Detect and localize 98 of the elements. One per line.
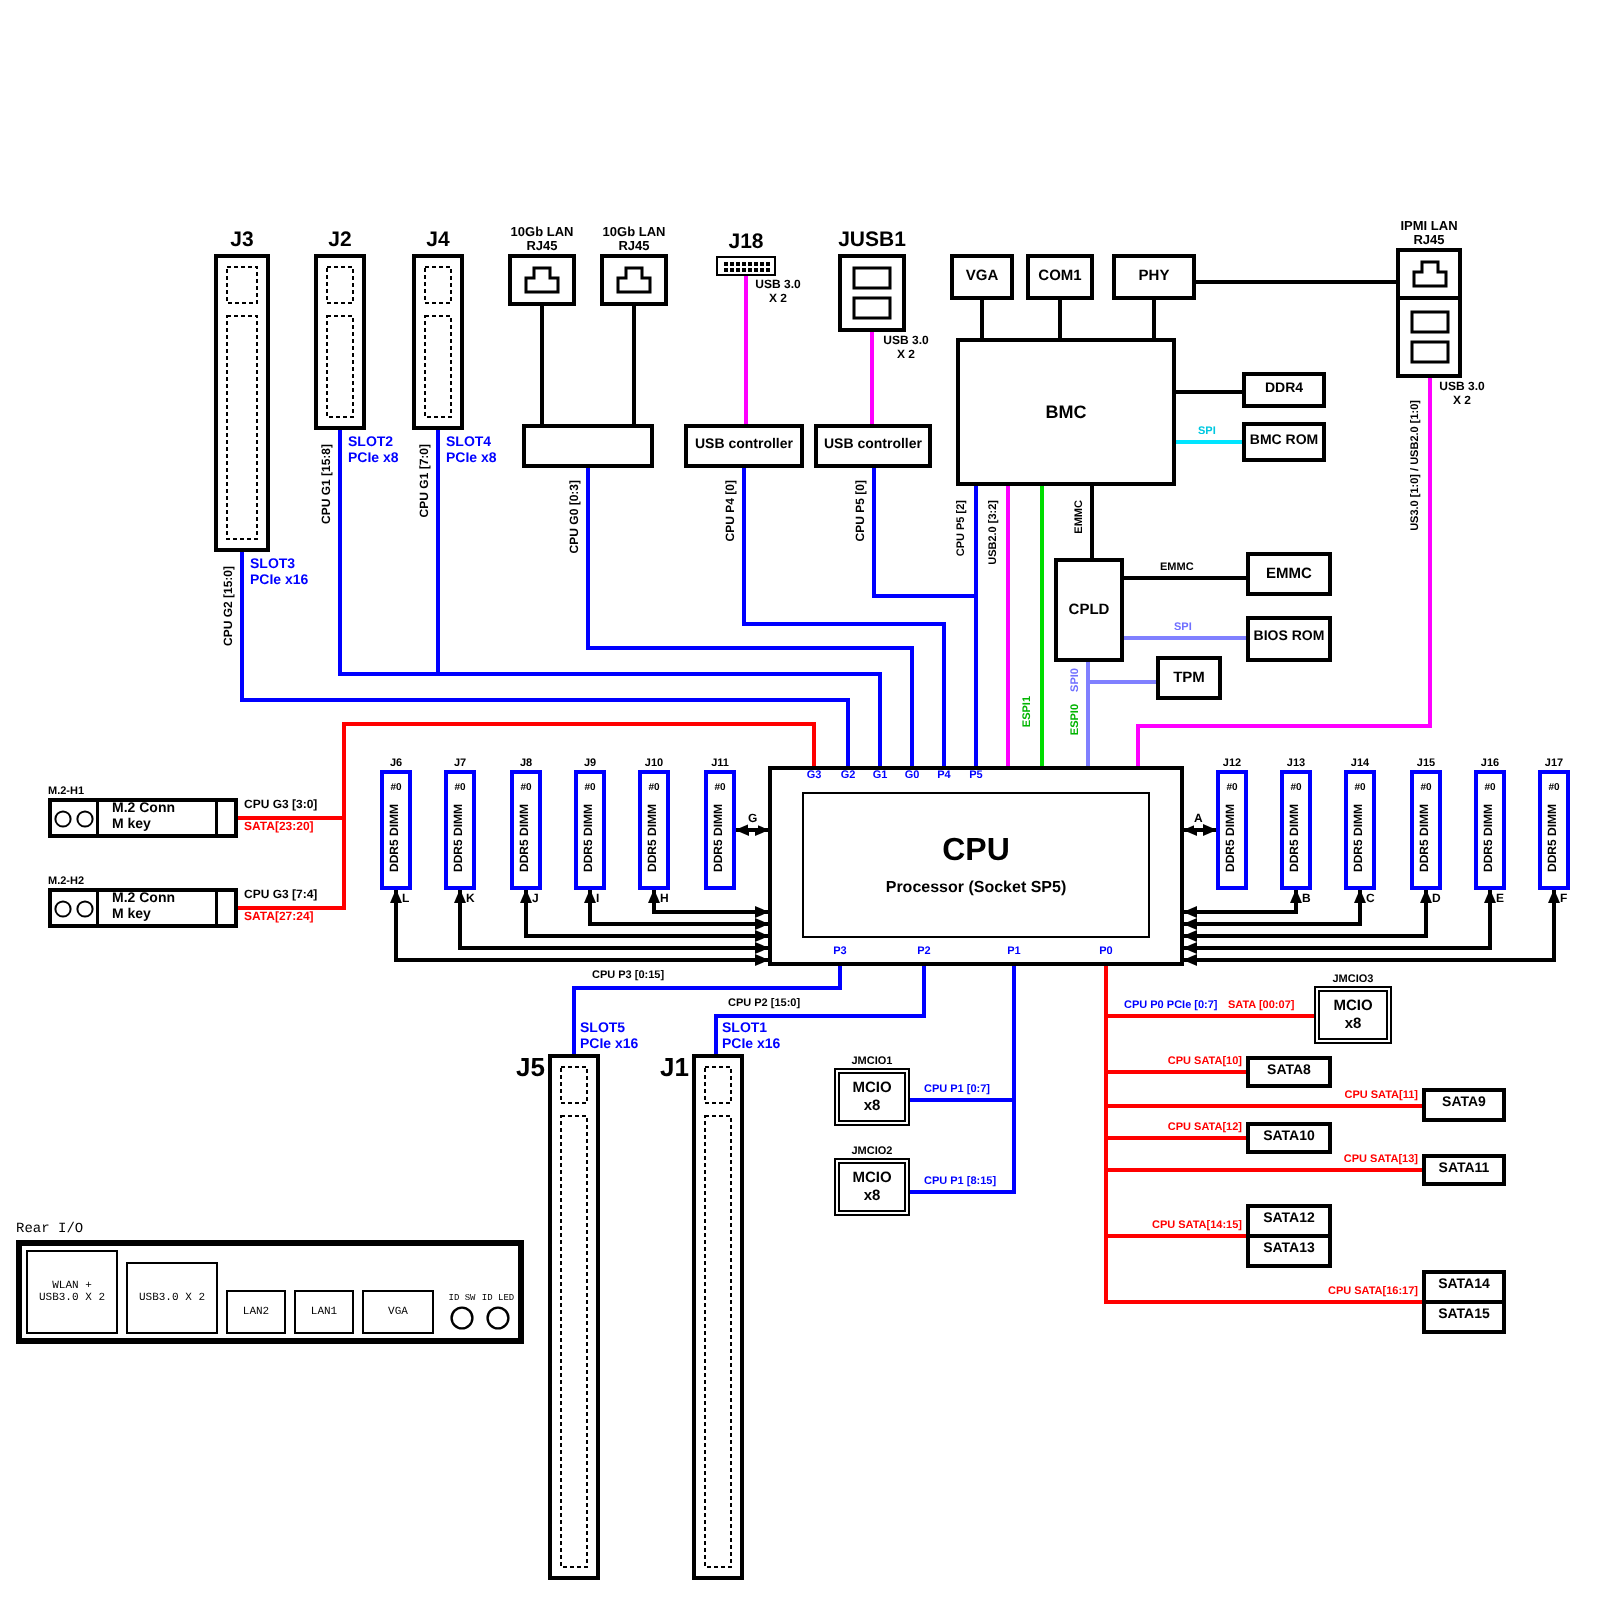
connector-line bbox=[238, 816, 344, 820]
connector-id: J18 bbox=[728, 232, 764, 256]
component-box bbox=[814, 424, 932, 468]
connector-line bbox=[1006, 486, 1010, 766]
connector-line bbox=[1176, 390, 1242, 394]
connector-line bbox=[1090, 486, 1094, 558]
connector-line bbox=[1104, 1138, 1108, 1170]
double-arrow bbox=[520, 889, 769, 942]
double-arrow bbox=[1183, 824, 1217, 836]
connector-line bbox=[910, 1098, 1014, 1102]
double-arrow bbox=[1183, 889, 1432, 942]
connector-line bbox=[1176, 440, 1242, 444]
connector-line bbox=[1152, 300, 1156, 338]
connector-line bbox=[1124, 576, 1246, 580]
connector-line bbox=[742, 468, 946, 766]
connector-line bbox=[1106, 1104, 1422, 1108]
processor-box bbox=[802, 792, 1150, 938]
connector-line bbox=[436, 430, 440, 674]
connector-line bbox=[1106, 1014, 1314, 1018]
sata-connector bbox=[1422, 1154, 1506, 1186]
component-box bbox=[1054, 558, 1124, 662]
processor-label: Processor (Socket SP5) bbox=[885, 877, 1067, 896]
connector-line bbox=[1104, 1016, 1108, 1072]
component-box bbox=[1242, 422, 1326, 462]
connector-line bbox=[632, 306, 636, 424]
component-label: BMC bbox=[1045, 401, 1087, 423]
io-port bbox=[126, 1262, 218, 1334]
io-port bbox=[26, 1250, 118, 1334]
io-port bbox=[294, 1290, 354, 1334]
connector-line bbox=[1136, 378, 1432, 766]
connector-id: J4 bbox=[426, 230, 450, 254]
double-arrow bbox=[1183, 889, 1496, 954]
connector-line bbox=[1088, 680, 1156, 684]
connector-line bbox=[586, 468, 914, 766]
sata-connector bbox=[1246, 1122, 1332, 1154]
connector-line bbox=[1104, 1072, 1108, 1106]
double-arrow bbox=[1183, 889, 1366, 930]
connector-id: J2 bbox=[328, 230, 352, 254]
connector-line bbox=[870, 332, 874, 424]
connector-line bbox=[238, 818, 346, 910]
connector-line bbox=[872, 468, 976, 598]
component-box bbox=[1026, 254, 1094, 300]
connector-id: J5 bbox=[516, 1054, 547, 1083]
processor-title: CPU bbox=[942, 834, 1010, 872]
component-box bbox=[950, 254, 1014, 300]
connector-line bbox=[540, 306, 544, 424]
connector-line bbox=[438, 672, 882, 766]
connector-line bbox=[1040, 486, 1044, 766]
connector-line bbox=[1106, 1168, 1422, 1172]
connector-line bbox=[714, 966, 926, 1054]
component-box bbox=[1246, 616, 1332, 662]
connector-line bbox=[1104, 966, 1108, 1016]
connector-line bbox=[1106, 1070, 1246, 1074]
io-port bbox=[362, 1290, 434, 1334]
connector-line bbox=[1106, 1136, 1246, 1140]
connector-line bbox=[1012, 966, 1016, 1100]
component-box bbox=[522, 424, 654, 468]
connector-id: J1 bbox=[660, 1054, 691, 1083]
processor-package bbox=[768, 766, 1184, 966]
connector-line bbox=[980, 300, 984, 338]
sata-connector bbox=[1422, 1300, 1506, 1334]
double-arrow bbox=[584, 889, 769, 930]
double-arrow bbox=[390, 889, 769, 966]
connector-line bbox=[338, 430, 438, 676]
connector-line bbox=[1104, 1106, 1108, 1138]
connector-line bbox=[1104, 1236, 1422, 1304]
sata-connector bbox=[1246, 1056, 1332, 1088]
sata-connector bbox=[1422, 1088, 1506, 1122]
connector-line bbox=[240, 552, 850, 766]
component-box bbox=[1112, 254, 1196, 300]
component-box bbox=[684, 424, 804, 468]
connector-line bbox=[572, 966, 842, 1054]
connector-line bbox=[974, 596, 978, 766]
connector-line bbox=[1106, 1234, 1246, 1238]
double-arrow bbox=[1183, 889, 1560, 966]
usb-connector bbox=[1396, 296, 1462, 378]
connector-id: J3 bbox=[230, 230, 254, 254]
connector-line bbox=[342, 722, 816, 818]
io-port bbox=[226, 1290, 286, 1334]
connector-line bbox=[1086, 662, 1090, 682]
double-arrow bbox=[1183, 889, 1302, 918]
connector-line bbox=[974, 486, 978, 596]
double-arrow bbox=[735, 824, 769, 836]
connector-line bbox=[910, 1100, 1016, 1194]
component-box bbox=[956, 338, 1176, 486]
connector-id: JUSB1 bbox=[838, 230, 906, 254]
connector-line bbox=[1124, 636, 1246, 640]
connector-line bbox=[1086, 682, 1090, 766]
component-box bbox=[1246, 552, 1332, 596]
connector-line bbox=[1196, 280, 1396, 284]
double-arrow bbox=[454, 889, 769, 954]
component-box bbox=[1156, 656, 1222, 700]
component-box bbox=[1242, 372, 1326, 408]
connector-line bbox=[744, 276, 748, 424]
connector-line bbox=[1058, 300, 1062, 338]
sata-connector bbox=[1246, 1234, 1332, 1268]
connector-line bbox=[1104, 1170, 1108, 1236]
double-arrow bbox=[648, 889, 769, 918]
